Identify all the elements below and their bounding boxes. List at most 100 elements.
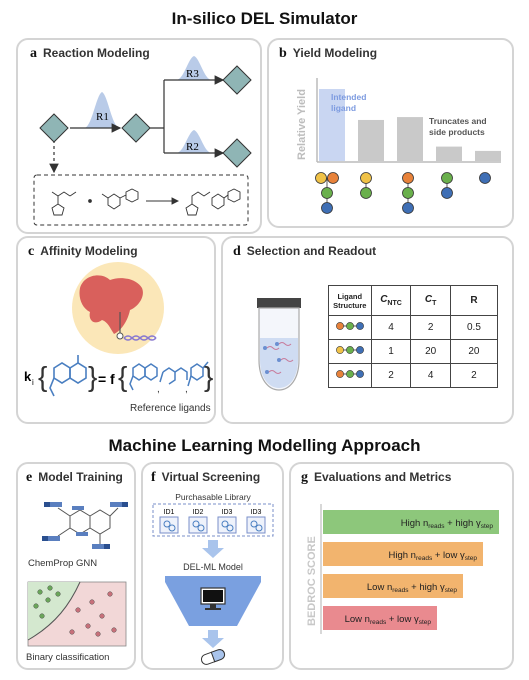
panel-letter: d <box>233 244 241 259</box>
bedroc-axis-label: BEDROC SCORE <box>306 536 318 626</box>
gnn-diagram: ChemProp GNN Binary classification <box>26 502 128 663</box>
library-id: ID3 <box>251 509 262 516</box>
k-subscript: i <box>32 378 34 387</box>
library-id: ID1 <box>164 509 175 516</box>
cell-r: 20 <box>449 339 499 364</box>
cell-r: 0.5 <box>449 315 499 340</box>
bead-row-icon <box>335 370 364 378</box>
cell-c-t: 2 <box>410 315 451 340</box>
building-block-diamond <box>39 113 69 143</box>
down-arrow-icon <box>202 630 224 648</box>
cell-r: 2 <box>449 363 499 388</box>
panel-model-training: e Model Training ChemProp GNN <box>16 462 136 670</box>
chemprop-gnn-label: ChemProp GNN <box>28 558 97 569</box>
cell-c-ntc: 2 <box>370 363 412 388</box>
building-block-diamond <box>222 65 252 95</box>
panel-letter: b <box>279 46 287 61</box>
building-block-diamond <box>121 113 151 143</box>
panel-title: Virtual Screening <box>161 470 261 484</box>
table-row: 1 20 20 <box>328 339 499 364</box>
yield-bar <box>319 89 345 161</box>
affinity-diagram: k i { } = f { , , } Reference ligands <box>24 262 213 414</box>
metric-bar <box>323 574 463 598</box>
library-box <box>152 503 274 537</box>
selection-table: Ligand Structure CNTC CT R 4 2 0.5 1 20 … <box>328 285 499 388</box>
yield-bar <box>358 119 384 161</box>
ligand-node <box>116 332 124 340</box>
distribution-peak-r1 <box>84 92 120 128</box>
header-ligand-structure: Ligand Structure <box>328 285 372 316</box>
svg-text:,: , <box>157 384 160 395</box>
panel-c-header: c Affinity Modeling <box>28 244 138 260</box>
panel-e-header: e Model Training <box>26 470 123 486</box>
metric-bar <box>323 542 483 566</box>
cell-c-t: 20 <box>410 339 451 364</box>
metric-bar <box>323 606 437 630</box>
metric-bar <box>323 510 499 534</box>
metric-bar-label: High nreads + low γstep <box>388 550 477 562</box>
equals-sign: = <box>98 371 106 387</box>
svg-text:,: , <box>185 384 188 395</box>
feature-vectors <box>42 502 128 549</box>
reaction-label-r3: R3 <box>186 68 199 80</box>
bracket-open: { <box>38 361 47 392</box>
reaction-diagram: R1 R2 R3 <box>33 56 252 226</box>
cell-c-t: 4 <box>410 363 451 388</box>
reaction-scheme <box>51 188 241 216</box>
yield-bar <box>475 150 501 161</box>
tube-liquid <box>260 338 298 388</box>
bead-row-icon <box>335 322 364 330</box>
pill-icon <box>200 649 226 665</box>
panel-title: Affinity Modeling <box>40 244 138 258</box>
panel-title: Evaluations and Metrics <box>314 470 452 484</box>
panel-letter: e <box>26 470 33 485</box>
y-axis-label: Relative Yield <box>296 89 308 160</box>
header-c-t-symbol: C <box>424 294 433 305</box>
header-r: R <box>449 285 499 316</box>
metric-bar-label: High nreads + high γstep <box>401 518 494 530</box>
reference-ligand-icons <box>129 361 209 391</box>
truncates-label: Truncates and <box>429 116 487 126</box>
panel-b-header: b Yield Modeling <box>279 46 377 62</box>
intended-ligand-label-line2: ligand <box>331 103 356 113</box>
f-symbol: f <box>110 371 115 387</box>
bracket-open: { <box>118 361 127 392</box>
header-c-ntc-symbol: C <box>380 294 388 305</box>
truncates-label-line2: side products <box>429 127 485 137</box>
metric-bar-label: Low nreads + high γstep <box>367 582 457 594</box>
panel-title: Yield Modeling <box>292 46 378 60</box>
ligand-beads <box>328 363 372 388</box>
computer-icon <box>200 587 226 610</box>
del-ml-model-label: DEL-ML Model <box>183 562 243 572</box>
purchasable-library-label: Purchasable Library <box>175 492 251 502</box>
bracket-close: } <box>204 361 213 392</box>
table-row: 4 2 0.5 <box>328 315 499 340</box>
dna-strands <box>266 342 294 374</box>
intended-ligand-label: Intended <box>331 92 366 102</box>
distribution-peak-r3 <box>176 56 212 80</box>
panel-title: Model Training <box>38 470 123 484</box>
header-c-t-sub: T <box>432 300 437 307</box>
panel-letter: c <box>28 244 35 259</box>
screening-diagram: Purchasable Library ID1 ID2 ID3 ID3 DEL-… <box>152 492 274 665</box>
panel-letter: f <box>151 470 156 485</box>
reaction-label-r1: R1 <box>96 111 109 123</box>
panel-title: Reaction Modeling <box>43 46 150 60</box>
reaction-scheme-box <box>33 174 249 226</box>
gnn-graph <box>57 507 119 544</box>
molecule-beads <box>315 172 491 214</box>
building-block-diamond <box>222 138 252 168</box>
header-c-t: CT <box>410 285 451 316</box>
down-arrow-icon <box>202 540 224 558</box>
main-title: In-silico DEL Simulator <box>171 9 358 28</box>
reaction-label-r2: R2 <box>186 141 199 153</box>
bedroc-chart: BEDROC SCORE High nreads + high γstep Hi… <box>306 504 499 634</box>
library-id: ID3 <box>222 509 233 516</box>
